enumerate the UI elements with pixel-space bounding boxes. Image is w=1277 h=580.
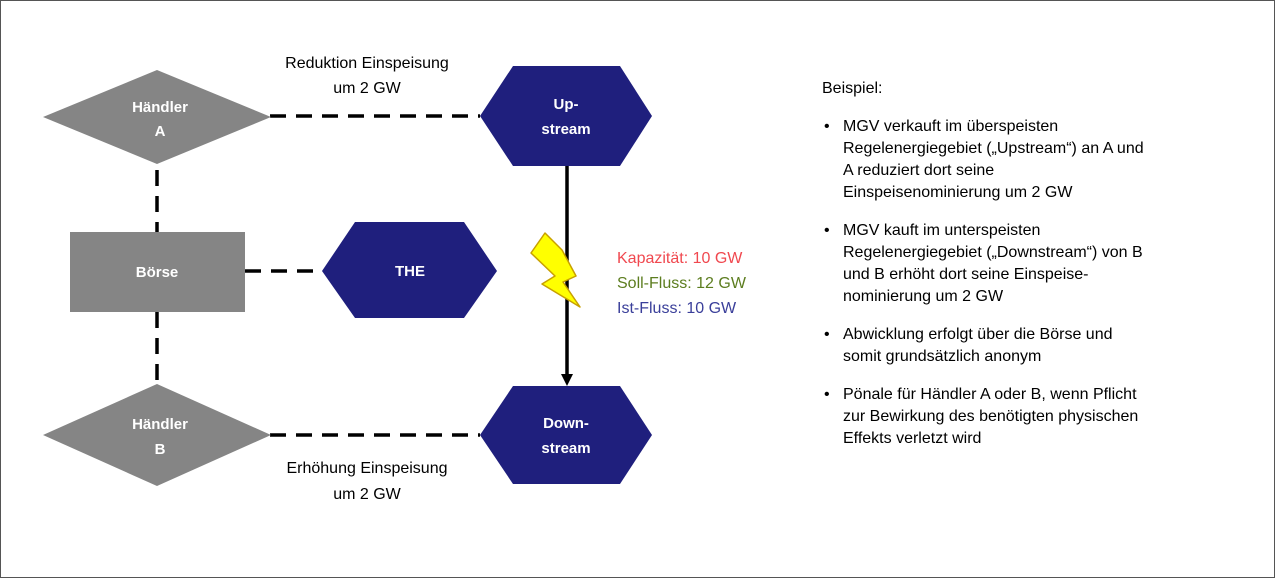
example-bullet-4: Pönale für Händler A oder B, wenn Pflich…: [822, 384, 1252, 450]
bullet-2-line-3: und B erhöht dort seine Einspeise-: [843, 266, 1089, 283]
haendler-a-label-line2: A: [155, 123, 166, 140]
actual-flow-label: Ist-Fluss: 10 GW: [617, 300, 737, 317]
bullet-4-line-2: zur Bewirkung des benötigten physischen: [843, 408, 1139, 425]
bullet-1-line-2: Regelenergiegebiet („Upstream“) an A und: [843, 140, 1144, 157]
bottom-edge-label-line1: Erhöhung Einspeisung: [286, 460, 447, 477]
bullet-4-line-3: Effekts verletzt wird: [843, 430, 982, 447]
the-label: THE: [395, 263, 425, 280]
lightning-icon: [530, 232, 581, 308]
bullet-3-line-1: Abwicklung erfolgt über die Börse und: [843, 326, 1113, 343]
haendler-b-label-line2: B: [155, 441, 166, 458]
bullet-1-line-4: Einspeisenominierung um 2 GW: [843, 184, 1073, 201]
example-title: Beispiel:: [822, 80, 883, 97]
bullet-2-line-1: MGV kauft im unterspeisten: [843, 222, 1041, 239]
downstream-label-line1: Down-: [543, 415, 589, 432]
example-bullet-2: MGV kauft im unterspeisten Regelenergieg…: [822, 220, 1252, 308]
upstream-node: [480, 66, 652, 166]
haendler-a-node: [43, 70, 271, 164]
haendler-a-label-line1: Händler: [132, 99, 188, 116]
example-panel: Beispiel: MGV verkauft im überspeisten R…: [822, 78, 1252, 466]
bottom-edge-label-line2: um 2 GW: [333, 486, 401, 503]
target-flow-label: Soll-Fluss: 12 GW: [617, 275, 747, 292]
bullet-2-line-2: Regelenergiegebiet („Downstream“) von B: [843, 244, 1143, 261]
boerse-label: Börse: [136, 264, 179, 281]
top-edge-label-line1: Reduktion Einspeisung: [285, 55, 449, 72]
flow-arrowhead: [561, 374, 573, 386]
top-edge-label-line2: um 2 GW: [333, 80, 401, 97]
haendler-b-node: [43, 384, 271, 486]
example-bullet-1: MGV verkauft im überspeisten Regelenergi…: [822, 116, 1252, 204]
bullet-1-line-1: MGV verkauft im überspeisten: [843, 118, 1059, 135]
the-node: [322, 222, 497, 318]
upstream-label-line2: stream: [541, 121, 590, 138]
haendler-b-label-line1: Händler: [132, 416, 188, 433]
boerse-node: [70, 232, 245, 312]
downstream-node: [480, 386, 652, 484]
capacity-label: Kapazität: 10 GW: [617, 250, 743, 267]
bullet-3-line-2: somit grundsätzlich anonym: [843, 348, 1042, 365]
bullet-2-line-4: nominierung um 2 GW: [843, 288, 1004, 305]
downstream-label-line2: stream: [541, 440, 590, 457]
bullet-4-line-1: Pönale für Händler A oder B, wenn Pflich…: [843, 386, 1137, 403]
example-bullet-3: Abwicklung erfolgt über die Börse und so…: [822, 324, 1252, 368]
bullet-1-line-3: A reduziert dort seine: [843, 162, 995, 179]
upstream-label-line1: Up-: [554, 96, 579, 113]
example-bullet-list: MGV verkauft im überspeisten Regelenergi…: [822, 116, 1252, 450]
flow-diagram: Händler A Börse Händler B THE Up- stream…: [43, 55, 747, 503]
